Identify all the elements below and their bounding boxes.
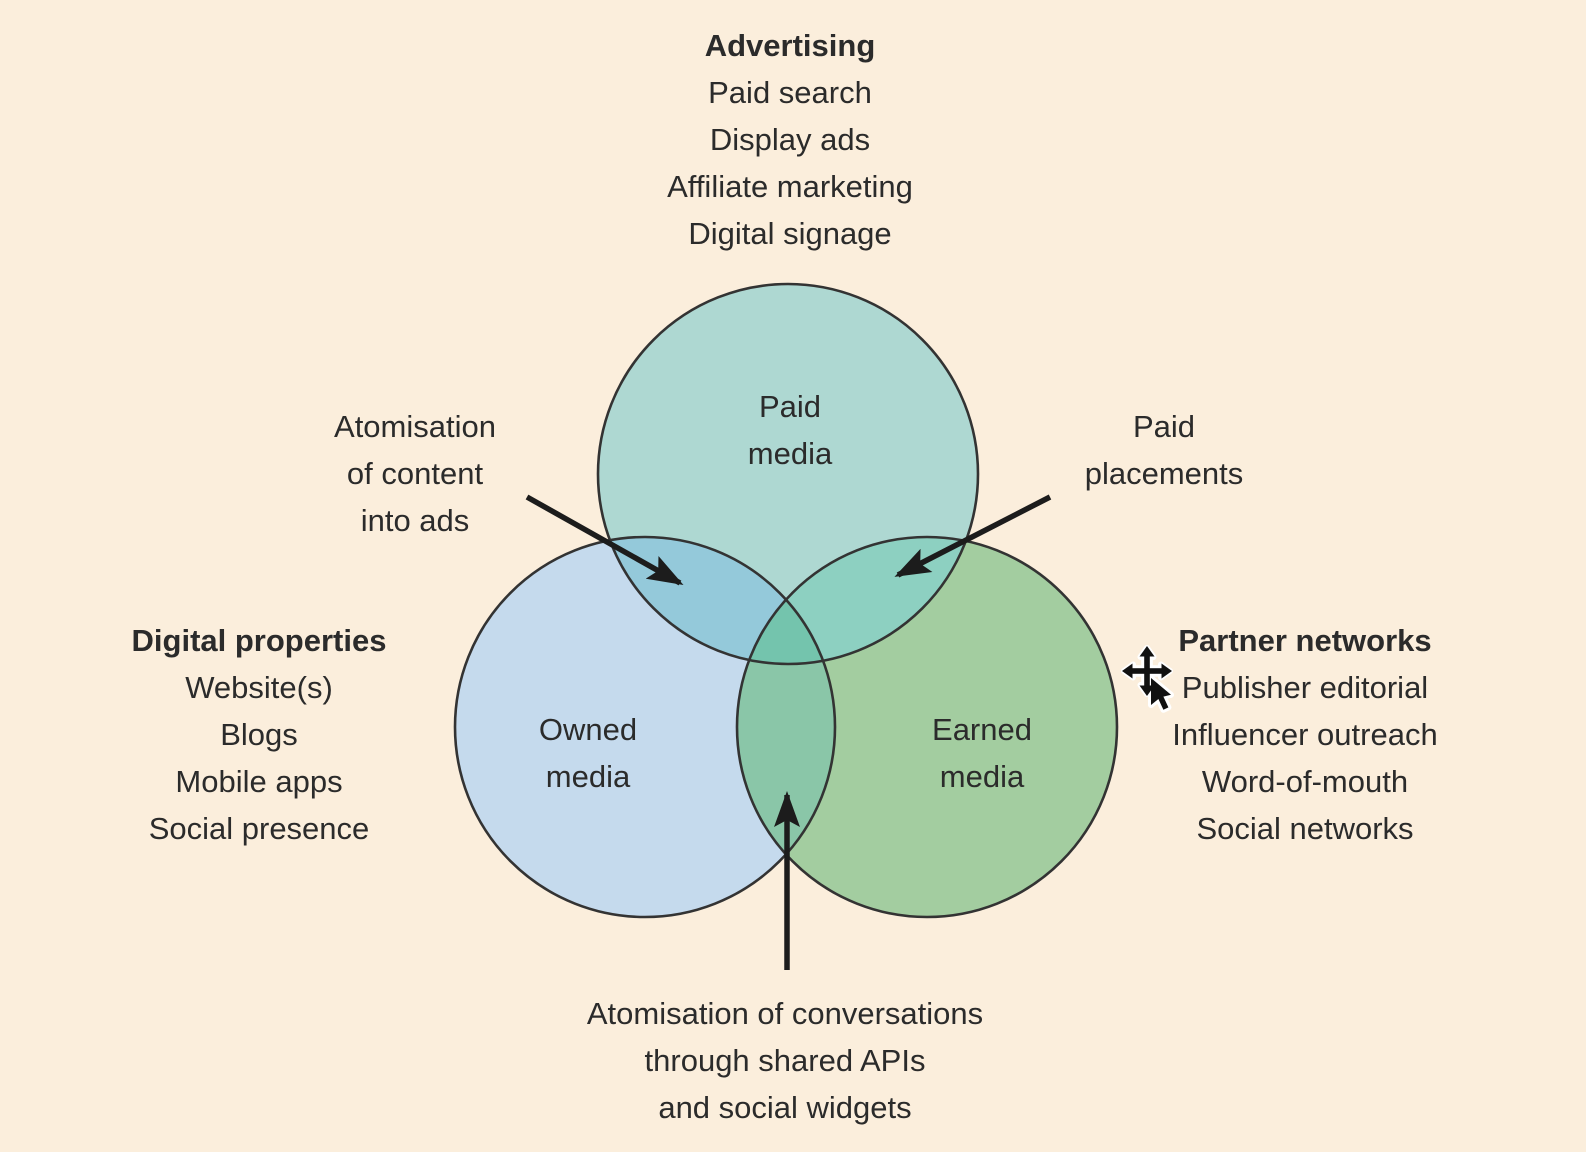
advertising-item: Digital signage [688,216,892,251]
advertising-item: Affiliate marketing [667,169,913,204]
arrow-paid-placements [894,494,1052,578]
partner-networks-list: Partner networks Publisher editorial Inf… [1172,617,1437,852]
annotation-arrows [525,494,1052,970]
owned-circle-outline [453,535,837,919]
partner-networks-title: Partner networks [1178,623,1432,658]
owned-media-label: Owned media [538,712,638,794]
earned-circle-outline [735,535,1119,919]
partner-networks-item: Influencer outreach [1172,717,1438,752]
partner-networks-item: Word-of-mouth [1201,764,1409,799]
partner-networks-item: Social networks [1196,811,1414,846]
atomisation-ads-annotation: Atomisation of content into ads [334,409,496,538]
advertising-item: Display ads [709,122,871,157]
digital-properties-item: Social presence [148,811,370,846]
digital-properties-item: Blogs [220,717,298,752]
digital-properties-title: Digital properties [131,623,387,658]
advertising-item: Paid search [708,75,872,110]
paid-circle-outline [596,282,980,666]
paid-earned-overlap [737,537,978,664]
arrow-atomisation-ads [525,494,684,586]
paid-media-label: Paid media [747,389,833,471]
digital-properties-list: Digital properties Website(s) Blogs Mobi… [132,617,387,852]
digital-properties-item: Mobile apps [175,764,343,799]
atomisation-conversations-annotation: Atomisation of conversations through sha… [586,996,984,1125]
partner-networks-item: Publisher editorial [1181,670,1429,705]
digital-properties-item: Website(s) [185,670,333,705]
paid-owned-overlap [598,537,835,664]
paid-placements-annotation: Paid placements [1084,409,1244,491]
move-cursor-icon [1121,645,1174,713]
advertising-title: Advertising [704,28,876,63]
earned-media-label: Earned media [932,712,1032,794]
advertising-list: Advertising Paid search Display ads Affi… [667,22,913,257]
